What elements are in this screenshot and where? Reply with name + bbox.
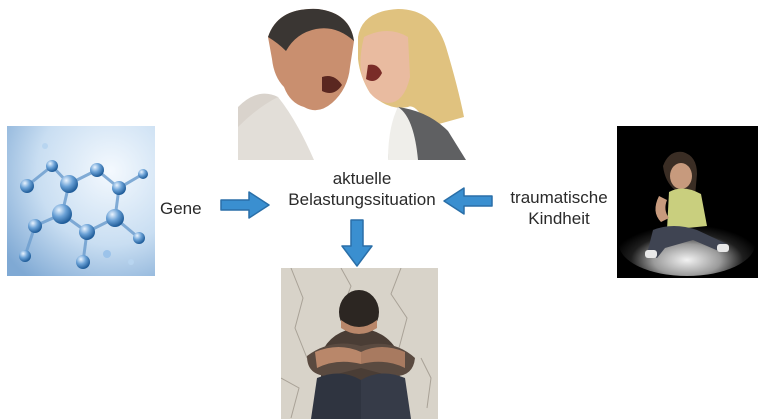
molecule-icon — [7, 126, 155, 276]
current-stress-situation-label: aktuelle Belastungssituation — [272, 168, 452, 210]
center-label-line1: aktuelle — [272, 168, 452, 189]
gene-label: Gene — [160, 198, 202, 219]
sad-child-image — [617, 126, 758, 278]
arrow-right-icon — [219, 190, 271, 220]
center-label-line2: Belastungssituation — [272, 189, 452, 210]
arrow-down-icon — [340, 218, 374, 268]
arguing-couple-image — [238, 7, 466, 160]
trauma-label-line2: Kindheit — [498, 208, 620, 229]
trauma-label-line1: traumatische — [498, 187, 620, 208]
arguing-couple-icon — [238, 7, 466, 160]
depressed-man-icon — [281, 268, 438, 419]
depressed-man-image — [281, 268, 438, 419]
arrow-left-icon — [442, 186, 494, 216]
traumatic-childhood-label: traumatische Kindheit — [498, 187, 620, 229]
sad-child-icon — [617, 126, 758, 278]
molecule-image — [7, 126, 155, 276]
